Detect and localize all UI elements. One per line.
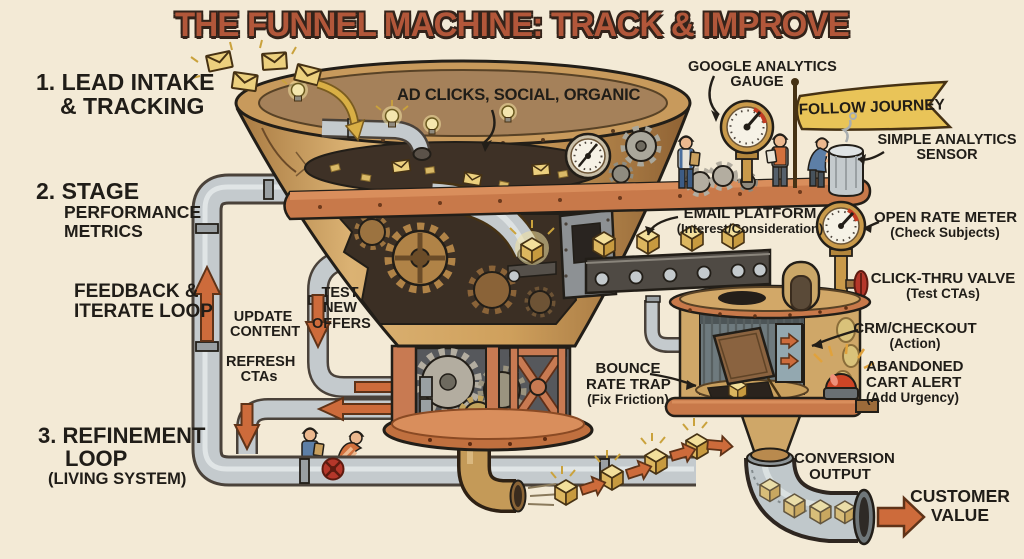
label-ad-clicks: AD CLICKS, SOCIAL, ORGANIC [397, 86, 641, 104]
crm-hopper [781, 260, 821, 312]
simple-analytics-sensor [828, 112, 864, 198]
conversion-output-pipe [744, 447, 926, 546]
label-customer-value: CUSTOMER VALUE [910, 486, 1010, 525]
label-stage-metrics: 2. STAGE PERFORMANCE METRICS [36, 178, 202, 241]
follow-journey-flag: FOLLOW JOURNEY [791, 78, 953, 188]
platform-gears [685, 161, 758, 197]
label-feedback-loop: FEEDBACK & ITERATE LOOP [74, 281, 213, 323]
label-open-rate-meter: OPEN RATE METER (Check Subjects) [874, 209, 1018, 240]
pipe-valve-wheel [321, 457, 345, 481]
label-pointer-arrows [481, 75, 885, 390]
abandoned-cart-alarm [813, 343, 875, 400]
worker-clipboard [677, 135, 701, 189]
label-test-new-offers: TEST NEW OFFERS [312, 285, 371, 332]
machine-base [382, 408, 594, 452]
lead-intake-arrow [344, 118, 366, 142]
funnel-front-gears [608, 125, 662, 187]
label-crm-checkout: CRM/CHECKOUT (Action) [853, 320, 977, 351]
worker-at-sensor [807, 137, 840, 188]
incoming-envelopes [190, 39, 366, 142]
lead-mulch [304, 141, 606, 195]
label-lead-intake: 1. LEAD INTAKE & TRACKING [36, 69, 215, 120]
page-title: THE FUNNEL MACHINE: TRACK & IMPROVE [175, 6, 850, 44]
follow-journey-banner-text: FOLLOW JOURNEY [798, 96, 946, 118]
crm-checkout-chamber [644, 260, 879, 456]
funnel-cutaway-gears [333, 181, 602, 325]
label-update-content: UPDATE CONTENT [230, 309, 301, 341]
google-analytics-gauge [719, 99, 775, 183]
label-email-platform: EMAIL PLATFORM (Interest/Consideration) [676, 205, 824, 236]
customer-value-arrow [876, 495, 926, 539]
worker-orange-vest [765, 133, 789, 187]
label-simple-analytics-sensor: SIMPLE ANALYTICS SENSOR [877, 132, 1017, 164]
label-click-thru-valve: CLICK-THRU VALVE (Test CTAs) [870, 270, 1016, 301]
label-conversion-output: CONVERSION OUTPUT [794, 450, 895, 483]
label-abandoned-cart-alert: ABANDONED CART ALERT (Add Urgency) [866, 358, 964, 405]
label-google-analytics-gauge: GOOGLE ANALYTICS GAUGE [688, 59, 837, 91]
label-bounce-rate-trap: BOUNCE RATE TRAP (Fix Friction) [586, 360, 671, 407]
label-refinement-loop: 3. REFINEMENT LOOP (LIVING SYSTEM) [38, 423, 206, 488]
flying-conversion-cubes [550, 418, 735, 506]
conveyor-belt [584, 223, 772, 295]
funnel-front-gauge [564, 132, 612, 180]
label-refresh-ctas: REFRESH CTAs [226, 354, 296, 386]
